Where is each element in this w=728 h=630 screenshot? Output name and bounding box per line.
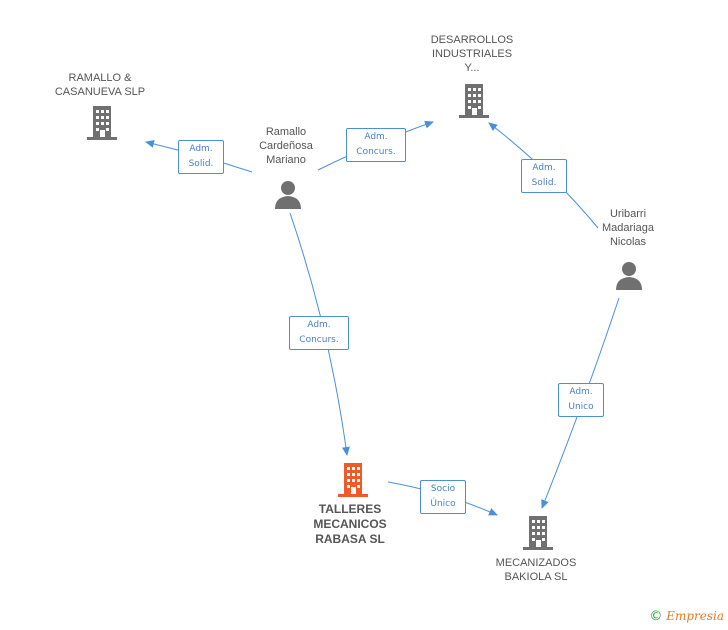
brand-name: Empresia [666,609,724,623]
edge-label-adm-concurs: Adm. Concurs. [346,128,406,162]
edge-label-socio-unico: Socio Único [420,480,466,514]
empresia-watermark: © Empresia [649,609,724,624]
node-label-mecanizados[interactable]: MECANIZADOS BAKIOLA SL [495,557,577,583]
edge-label-adm-unico: Adm. Unico [558,383,604,417]
node-label-uribarri[interactable]: Uribarri Madariaga Nicolas [602,208,654,248]
edge-label-adm-solid: Adm. Solid. [178,140,224,174]
edge-label-adm-solid: Adm. Solid. [521,159,567,193]
building-icon[interactable] [337,463,369,497]
node-label-desarrollos[interactable]: DESARROLLOS INDUSTRIALES Y... [430,34,514,74]
node-label-ramallo-casanueva[interactable]: RAMALLO & CASANUEVA SLP [54,72,146,98]
building-icon[interactable] [86,106,118,140]
edge-label-adm-concurs: Adm. Concurs. [289,316,349,350]
node-label-talleres[interactable]: TALLERES MECANICOS RABASA SL [313,502,387,546]
building-icon[interactable] [522,516,554,550]
building-icon[interactable] [458,84,490,118]
person-icon[interactable] [273,179,303,209]
node-label-ramallo-person[interactable]: Ramallo Cardeñosa Mariano [259,126,313,166]
copyright-symbol: © [649,609,663,624]
person-icon[interactable] [614,260,644,290]
